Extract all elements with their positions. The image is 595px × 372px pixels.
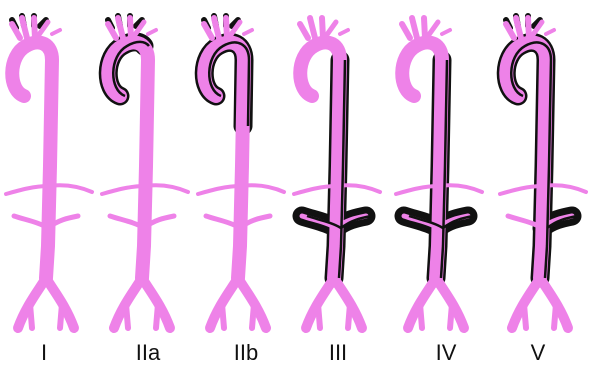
panel-v — [500, 16, 586, 328]
panel-label: IIa — [136, 340, 161, 365]
panels: I IIa IIb III IV V — [6, 16, 586, 365]
aorta — [294, 18, 380, 328]
arch-vessel-tips — [12, 16, 46, 28]
arch-vessel-tips — [204, 16, 238, 28]
panel-label: III — [329, 340, 347, 365]
panel-i — [6, 16, 92, 328]
arch-vessel-tips — [108, 16, 142, 28]
panel-label: V — [531, 340, 546, 365]
aorta — [396, 18, 482, 328]
panel-iib — [198, 16, 284, 328]
aorta — [6, 18, 92, 328]
panel-label: I — [41, 340, 47, 365]
panel-iia — [102, 16, 188, 328]
panel-label: IV — [436, 340, 457, 365]
panel-label: IIb — [234, 340, 258, 365]
panel-iv — [396, 16, 482, 328]
panel-iii — [294, 16, 380, 328]
arch-vessel-tips — [506, 16, 540, 28]
